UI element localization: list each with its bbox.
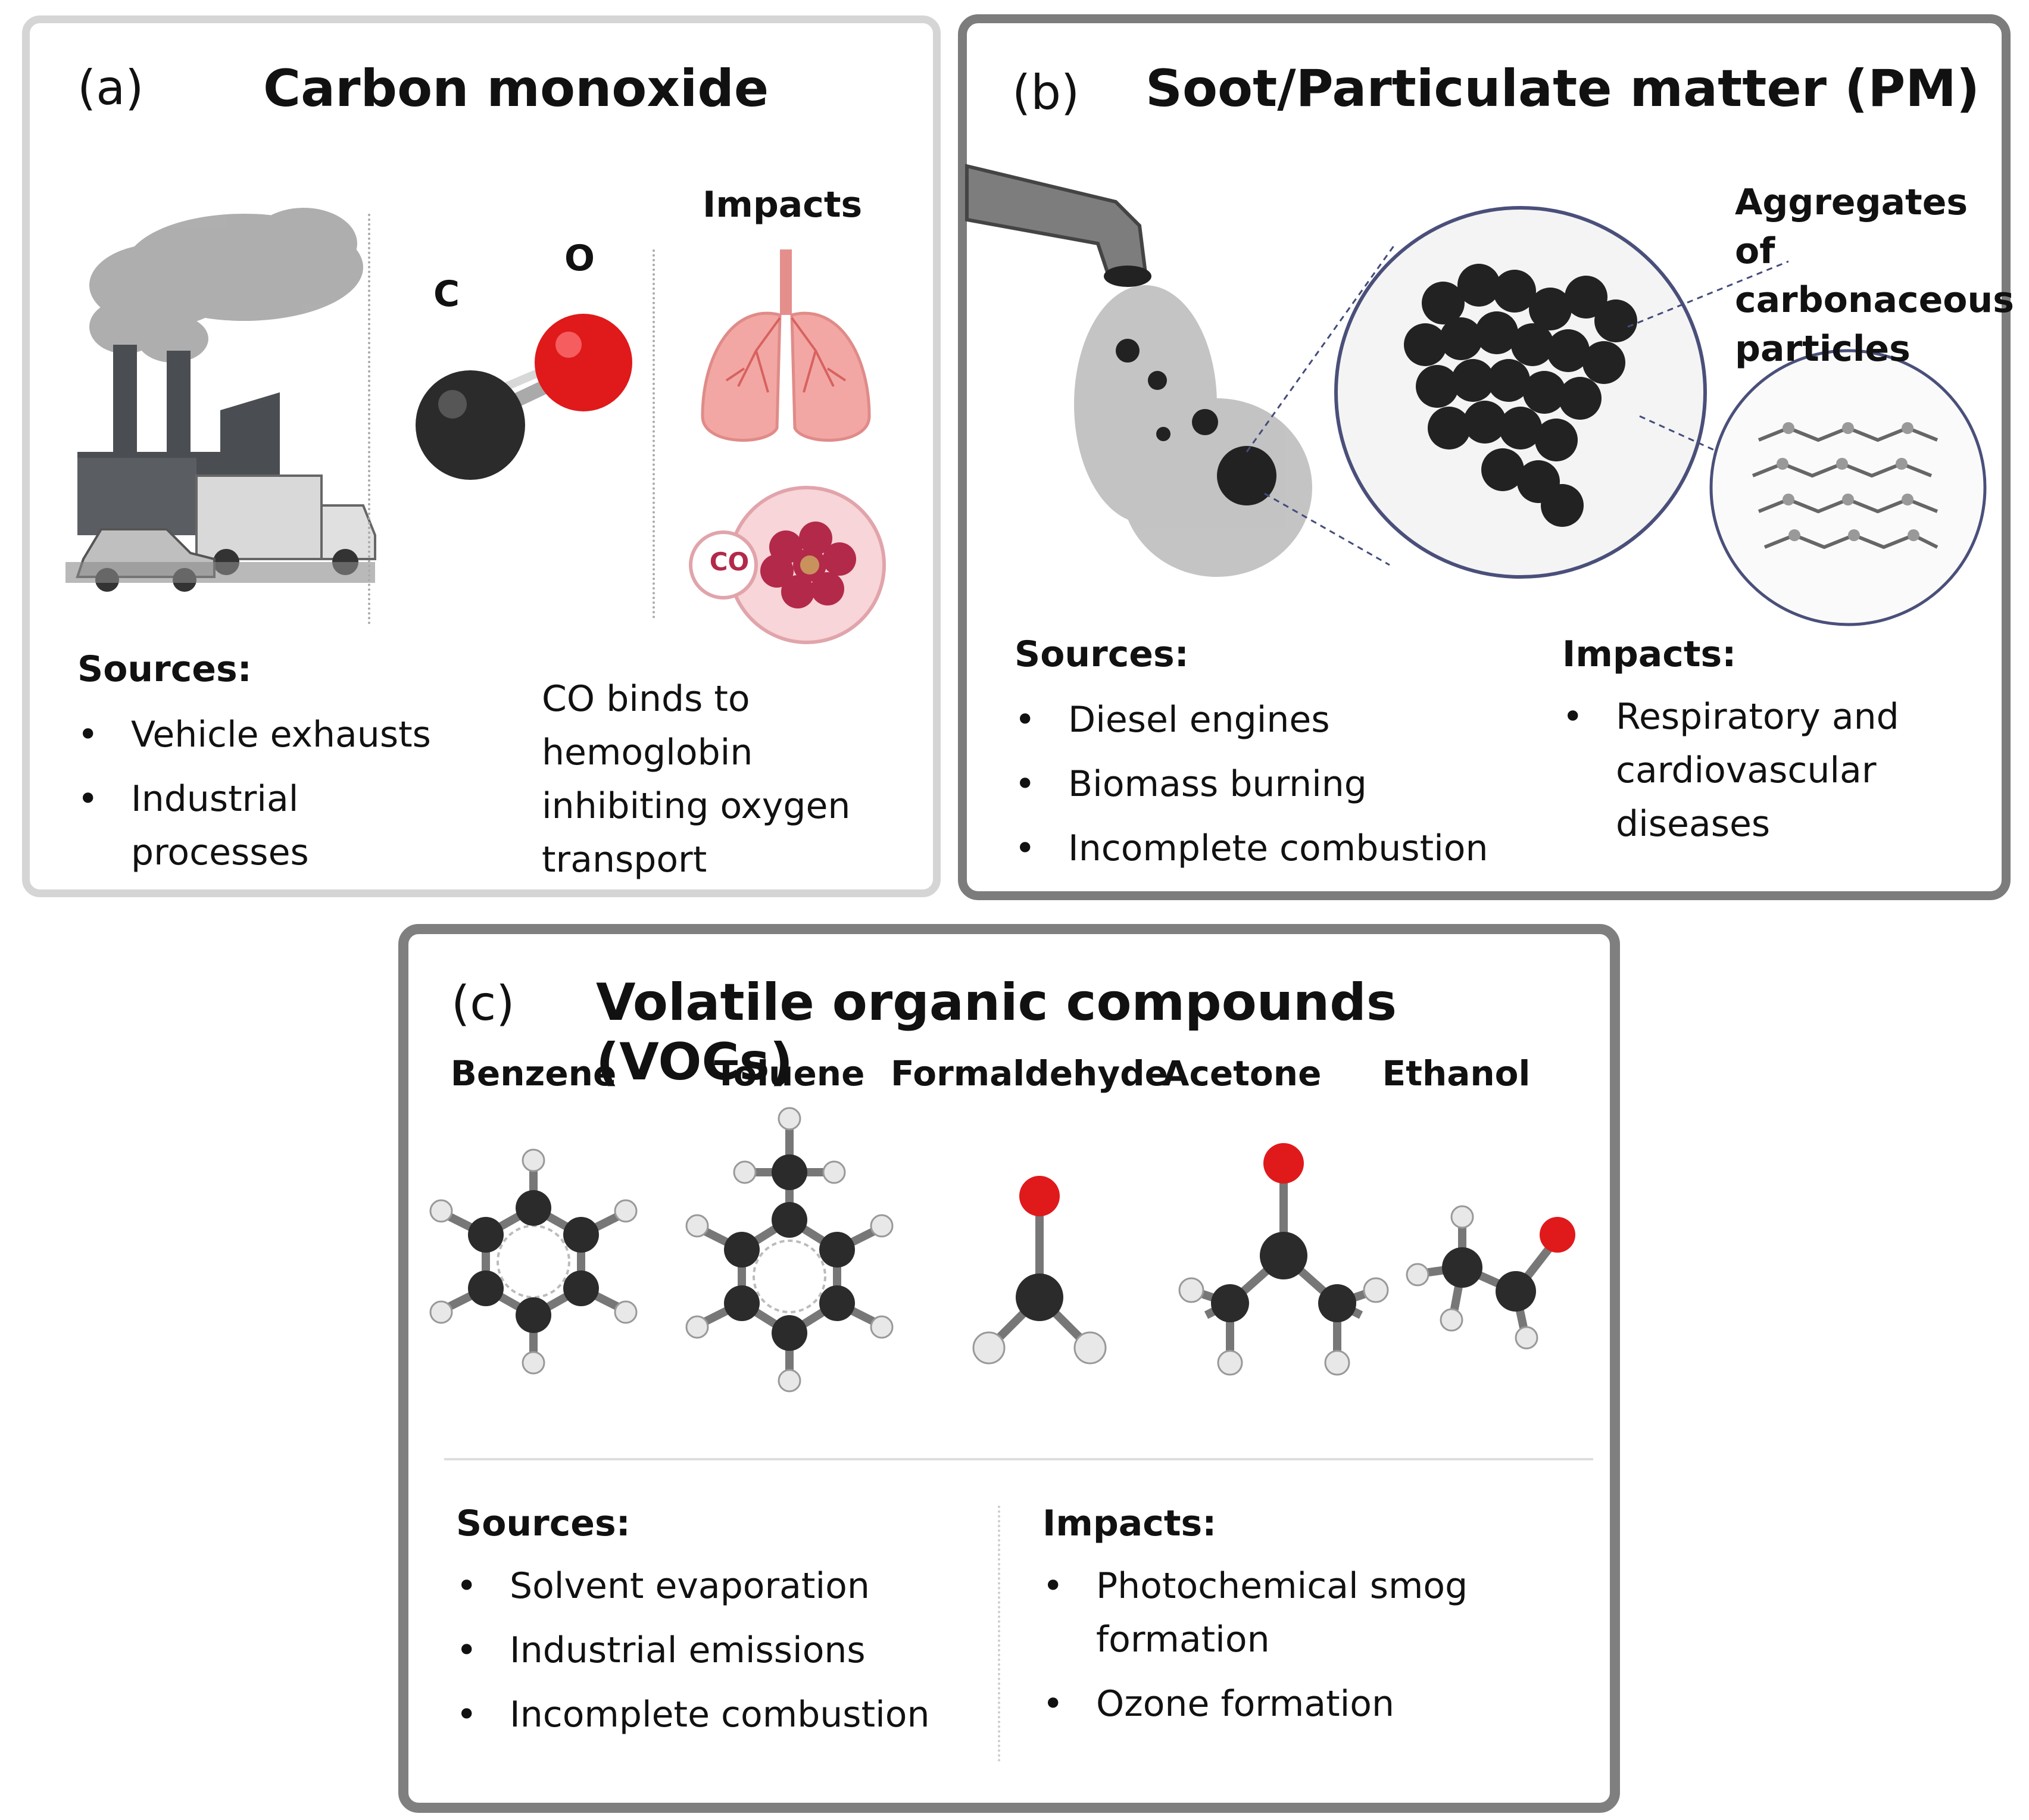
divider-left <box>368 214 370 625</box>
impacts-heading: Impacts <box>703 184 863 226</box>
molecule-label-benzene: Benzene <box>450 1053 617 1094</box>
molecule-label-formaldehyde: Formaldehyde <box>891 1053 1168 1094</box>
truck-icon <box>195 474 376 575</box>
list-item: Ozone formation <box>1042 1677 1495 1731</box>
list-item: Industrial emissions <box>456 1624 992 1677</box>
oxygen-atom <box>1019 1176 1060 1216</box>
toluene-molecule-model <box>685 1107 894 1393</box>
molecule-label-toluene: Toluene <box>714 1053 865 1094</box>
hemoglobin-co-icon <box>689 486 886 644</box>
panel-c-impacts-heading: Impacts: <box>1042 1503 1217 1544</box>
panel-b-tag: (b) <box>1012 65 1080 120</box>
graphene-layers-magnifier <box>1709 349 1987 626</box>
panel-c-divider <box>444 1458 1593 1460</box>
soot-exhaust-illustration <box>965 164 1987 626</box>
molecule-label-acetone: Acetone <box>1162 1053 1322 1094</box>
panel-b-title: Soot/Particulate matter (PM) <box>1145 59 1980 118</box>
panel-c-sources-heading: Sources: <box>456 1503 630 1544</box>
list-item: Vehicle exhausts <box>77 708 458 761</box>
ethanol-molecule-model <box>1406 1205 1575 1350</box>
panel-a-tag: (a) <box>77 60 144 115</box>
panel-a-title: Carbon monoxide <box>263 59 769 118</box>
panel-c-impacts-list: Photochemical smog formation Ozone forma… <box>1042 1559 1495 1741</box>
soot-aggregate-icon <box>1404 264 1637 527</box>
atom-c-label: C <box>433 273 460 315</box>
lungs-icon <box>701 249 871 442</box>
list-item: Respiratory and cardiovascular diseases <box>1562 690 1943 851</box>
soot-cloud <box>1074 285 1312 577</box>
list-item: Photochemical smog formation <box>1042 1559 1495 1666</box>
oxygen-atom <box>535 314 632 411</box>
benzene-molecule-model <box>429 1148 638 1375</box>
panel-a-impact-text: CO binds to hemoglobin inhibiting oxygen… <box>542 678 851 881</box>
list-item: Diesel engines <box>1014 693 1550 747</box>
carbon-atom <box>416 370 525 480</box>
panel-vocs: (c) Volatile organic compounds (VOCs) Be… <box>398 924 1620 1813</box>
panel-a-sources-heading: Sources: <box>77 648 252 690</box>
list-item: Biomass burning <box>1014 757 1550 811</box>
list-item: Incomplete combustion <box>1014 822 1550 875</box>
list-item: Industrial processes <box>77 772 458 879</box>
panel-b-impacts-heading: Impacts: <box>1562 633 1737 675</box>
acetone-molecule-model <box>1178 1143 1389 1376</box>
atom-o-label: O <box>564 238 595 279</box>
exhaust-pipe-icon <box>965 164 1151 287</box>
panel-c-title: Volatile organic compounds (VOCs) <box>596 973 1397 1092</box>
panel-soot-pm: (b) Soot/Particulate matter (PM) <box>958 14 2014 900</box>
panel-c-column-divider <box>998 1506 1000 1762</box>
panel-c-tag: (c) <box>451 976 515 1031</box>
smoke-cloud-icon <box>89 208 363 363</box>
panel-b-impacts-list: Respiratory and cardiovascular diseases <box>1562 690 1943 861</box>
formaldehyde-molecule-model <box>972 1176 1107 1365</box>
factory-vehicles-illustration <box>65 208 376 592</box>
carbon-atom <box>1016 1273 1063 1321</box>
aggregates-callout: Aggregates of carbonaceous particles <box>1735 182 2014 370</box>
panel-b-sources-list: Diesel engines Biomass burning Incomplet… <box>1014 693 1550 886</box>
oxygen-atom <box>1540 1217 1575 1253</box>
co-molecule-model <box>416 314 632 480</box>
panel-c-sources-list: Solvent evaporation Industrial emissions… <box>456 1559 992 1752</box>
panel-carbon-monoxide: (a) Carbon monoxide <box>22 15 941 897</box>
panel-b-sources-heading: Sources: <box>1014 633 1189 675</box>
oxygen-atom <box>1263 1143 1304 1184</box>
panel-a-sources-list: Vehicle exhausts Industrial processes <box>77 708 458 890</box>
list-item: Incomplete combustion <box>456 1688 992 1741</box>
list-item: Solvent evaporation <box>456 1559 992 1613</box>
road-strip <box>65 562 375 583</box>
molecule-label-ethanol: Ethanol <box>1382 1053 1531 1094</box>
divider-right <box>653 249 655 619</box>
co-badge: CO <box>709 547 750 576</box>
